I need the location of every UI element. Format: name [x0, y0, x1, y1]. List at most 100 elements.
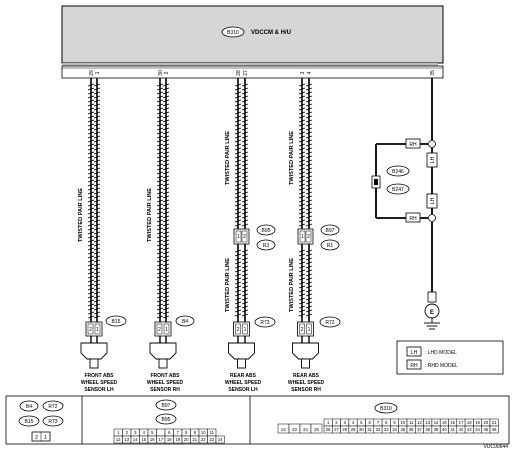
twisted-label-rl-bottom: TWISTED PAIR LINE — [225, 258, 231, 312]
svg-text:38: 38 — [425, 427, 430, 432]
connector-view-group-1: B4 R72 B15 R73 2 1 — [18, 400, 64, 442]
twisted-label-rr-top: TWISTED PAIR LINE — [289, 131, 295, 185]
svg-text:2: 2 — [301, 327, 304, 333]
svg-text:B310: B310 — [380, 406, 392, 412]
legend-rh-tag: RH — [410, 363, 418, 369]
svg-text:44: 44 — [475, 427, 480, 432]
svg-text:5: 5 — [360, 420, 363, 425]
svg-text:21: 21 — [192, 437, 197, 442]
unit-connector-strip — [61, 65, 444, 79]
svg-text:WHEEL SPEED: WHEEL SPEED — [147, 380, 184, 386]
twisted-label-fr: TWISTED PAIR LINE — [147, 188, 153, 242]
svg-text:18: 18 — [467, 420, 472, 425]
tag-rh-bottom: RH — [409, 216, 417, 222]
svg-text:26: 26 — [326, 427, 331, 432]
svg-text:23: 23 — [209, 437, 214, 442]
svg-text:9: 9 — [194, 430, 197, 435]
svg-text:23: 23 — [292, 427, 297, 432]
connector-b95: B95 — [262, 228, 271, 234]
twisted-label-rr-bottom: TWISTED PAIR LINE — [289, 258, 295, 312]
mid-connector-rear-rh: 1 2 B97 R1 — [297, 224, 340, 251]
svg-text:2: 2 — [126, 430, 129, 435]
tag-lh-bottom: LH — [430, 197, 436, 204]
svg-text:28: 28 — [342, 427, 347, 432]
pin-fr-b: 2 — [164, 71, 170, 74]
svg-text:32: 32 — [376, 427, 381, 432]
svg-text:11: 11 — [210, 430, 215, 435]
svg-text:18: 18 — [167, 437, 172, 442]
svg-text:4: 4 — [352, 420, 355, 425]
pin-rl-b: 27 — [243, 70, 249, 76]
model-legend: LH : LHD MODEL RH : RHD MODEL — [396, 340, 504, 375]
svg-text:10: 10 — [401, 420, 406, 425]
vdccm-unit-box — [61, 5, 444, 64]
svg-text:SENSOR LH: SENSOR LH — [228, 387, 258, 393]
svg-text:B95: B95 — [162, 417, 171, 423]
svg-text:15: 15 — [442, 420, 447, 425]
twisted-pair-wires — [87, 78, 313, 322]
svg-text:16: 16 — [150, 437, 155, 442]
svg-text:2: 2 — [243, 234, 246, 240]
svg-text:FRONT ABS: FRONT ABS — [151, 373, 181, 379]
svg-text:B97: B97 — [162, 403, 171, 409]
svg-text:36: 36 — [409, 427, 414, 432]
svg-text:14: 14 — [133, 437, 138, 442]
svg-text:40: 40 — [442, 427, 447, 432]
svg-text:11: 11 — [409, 420, 414, 425]
svg-text:2: 2 — [237, 327, 240, 333]
twisted-label-rl-top: TWISTED PAIR LINE — [225, 131, 231, 185]
svg-text:9: 9 — [393, 420, 396, 425]
unit-connector-id: B310 — [227, 30, 239, 36]
svg-text:24: 24 — [303, 427, 308, 432]
svg-text:24: 24 — [218, 437, 223, 442]
pin-rl-a: 28 — [236, 70, 242, 76]
svg-text:17: 17 — [158, 437, 163, 442]
svg-text:25: 25 — [314, 427, 319, 432]
legend-lh-text: : LHD MODEL — [425, 350, 457, 356]
svg-text:2: 2 — [335, 420, 338, 425]
pin-fl-a: 29 — [89, 70, 95, 76]
svg-text:45: 45 — [484, 427, 489, 432]
svg-text:3: 3 — [134, 430, 137, 435]
tag-lh-top: LH — [430, 156, 436, 163]
twisted-label-fl: TWISTED PAIR LINE — [78, 188, 84, 242]
svg-text:FRONT ABS: FRONT ABS — [85, 373, 115, 379]
svg-text:1: 1 — [327, 420, 330, 425]
svg-text:37: 37 — [417, 427, 422, 432]
svg-text:1: 1 — [301, 234, 304, 240]
connector-r72: R72 — [325, 320, 334, 326]
pin-rr-b: 4 — [307, 71, 313, 74]
svg-text:20: 20 — [484, 420, 489, 425]
svg-text:21: 21 — [492, 420, 497, 425]
wire-pair-front-lh — [87, 78, 101, 322]
svg-text:27: 27 — [334, 427, 339, 432]
connector-r1: R1 — [327, 243, 334, 249]
svg-text:6: 6 — [168, 430, 171, 435]
svg-text:13: 13 — [425, 420, 430, 425]
figure-code: VDC00644 — [484, 444, 509, 450]
pin-rr-a: 3 — [300, 71, 306, 74]
svg-text:SENSOR RH: SENSOR RH — [291, 387, 321, 393]
svg-text:1: 1 — [44, 435, 47, 441]
svg-text:R72: R72 — [48, 404, 57, 410]
svg-text:1: 1 — [96, 327, 99, 333]
wire-pair-rear-rh-upper — [298, 78, 313, 229]
svg-text:SENSOR RH: SENSOR RH — [150, 387, 180, 393]
unit-title: VDCCM & H/U — [251, 30, 291, 36]
svg-text:16: 16 — [450, 420, 455, 425]
svg-text:1: 1 — [165, 327, 168, 333]
svg-text:R73: R73 — [48, 419, 57, 425]
svg-text:46: 46 — [492, 427, 497, 432]
svg-text:42: 42 — [459, 427, 464, 432]
svg-text:REAR ABS: REAR ABS — [293, 373, 320, 379]
svg-text:13: 13 — [124, 437, 129, 442]
